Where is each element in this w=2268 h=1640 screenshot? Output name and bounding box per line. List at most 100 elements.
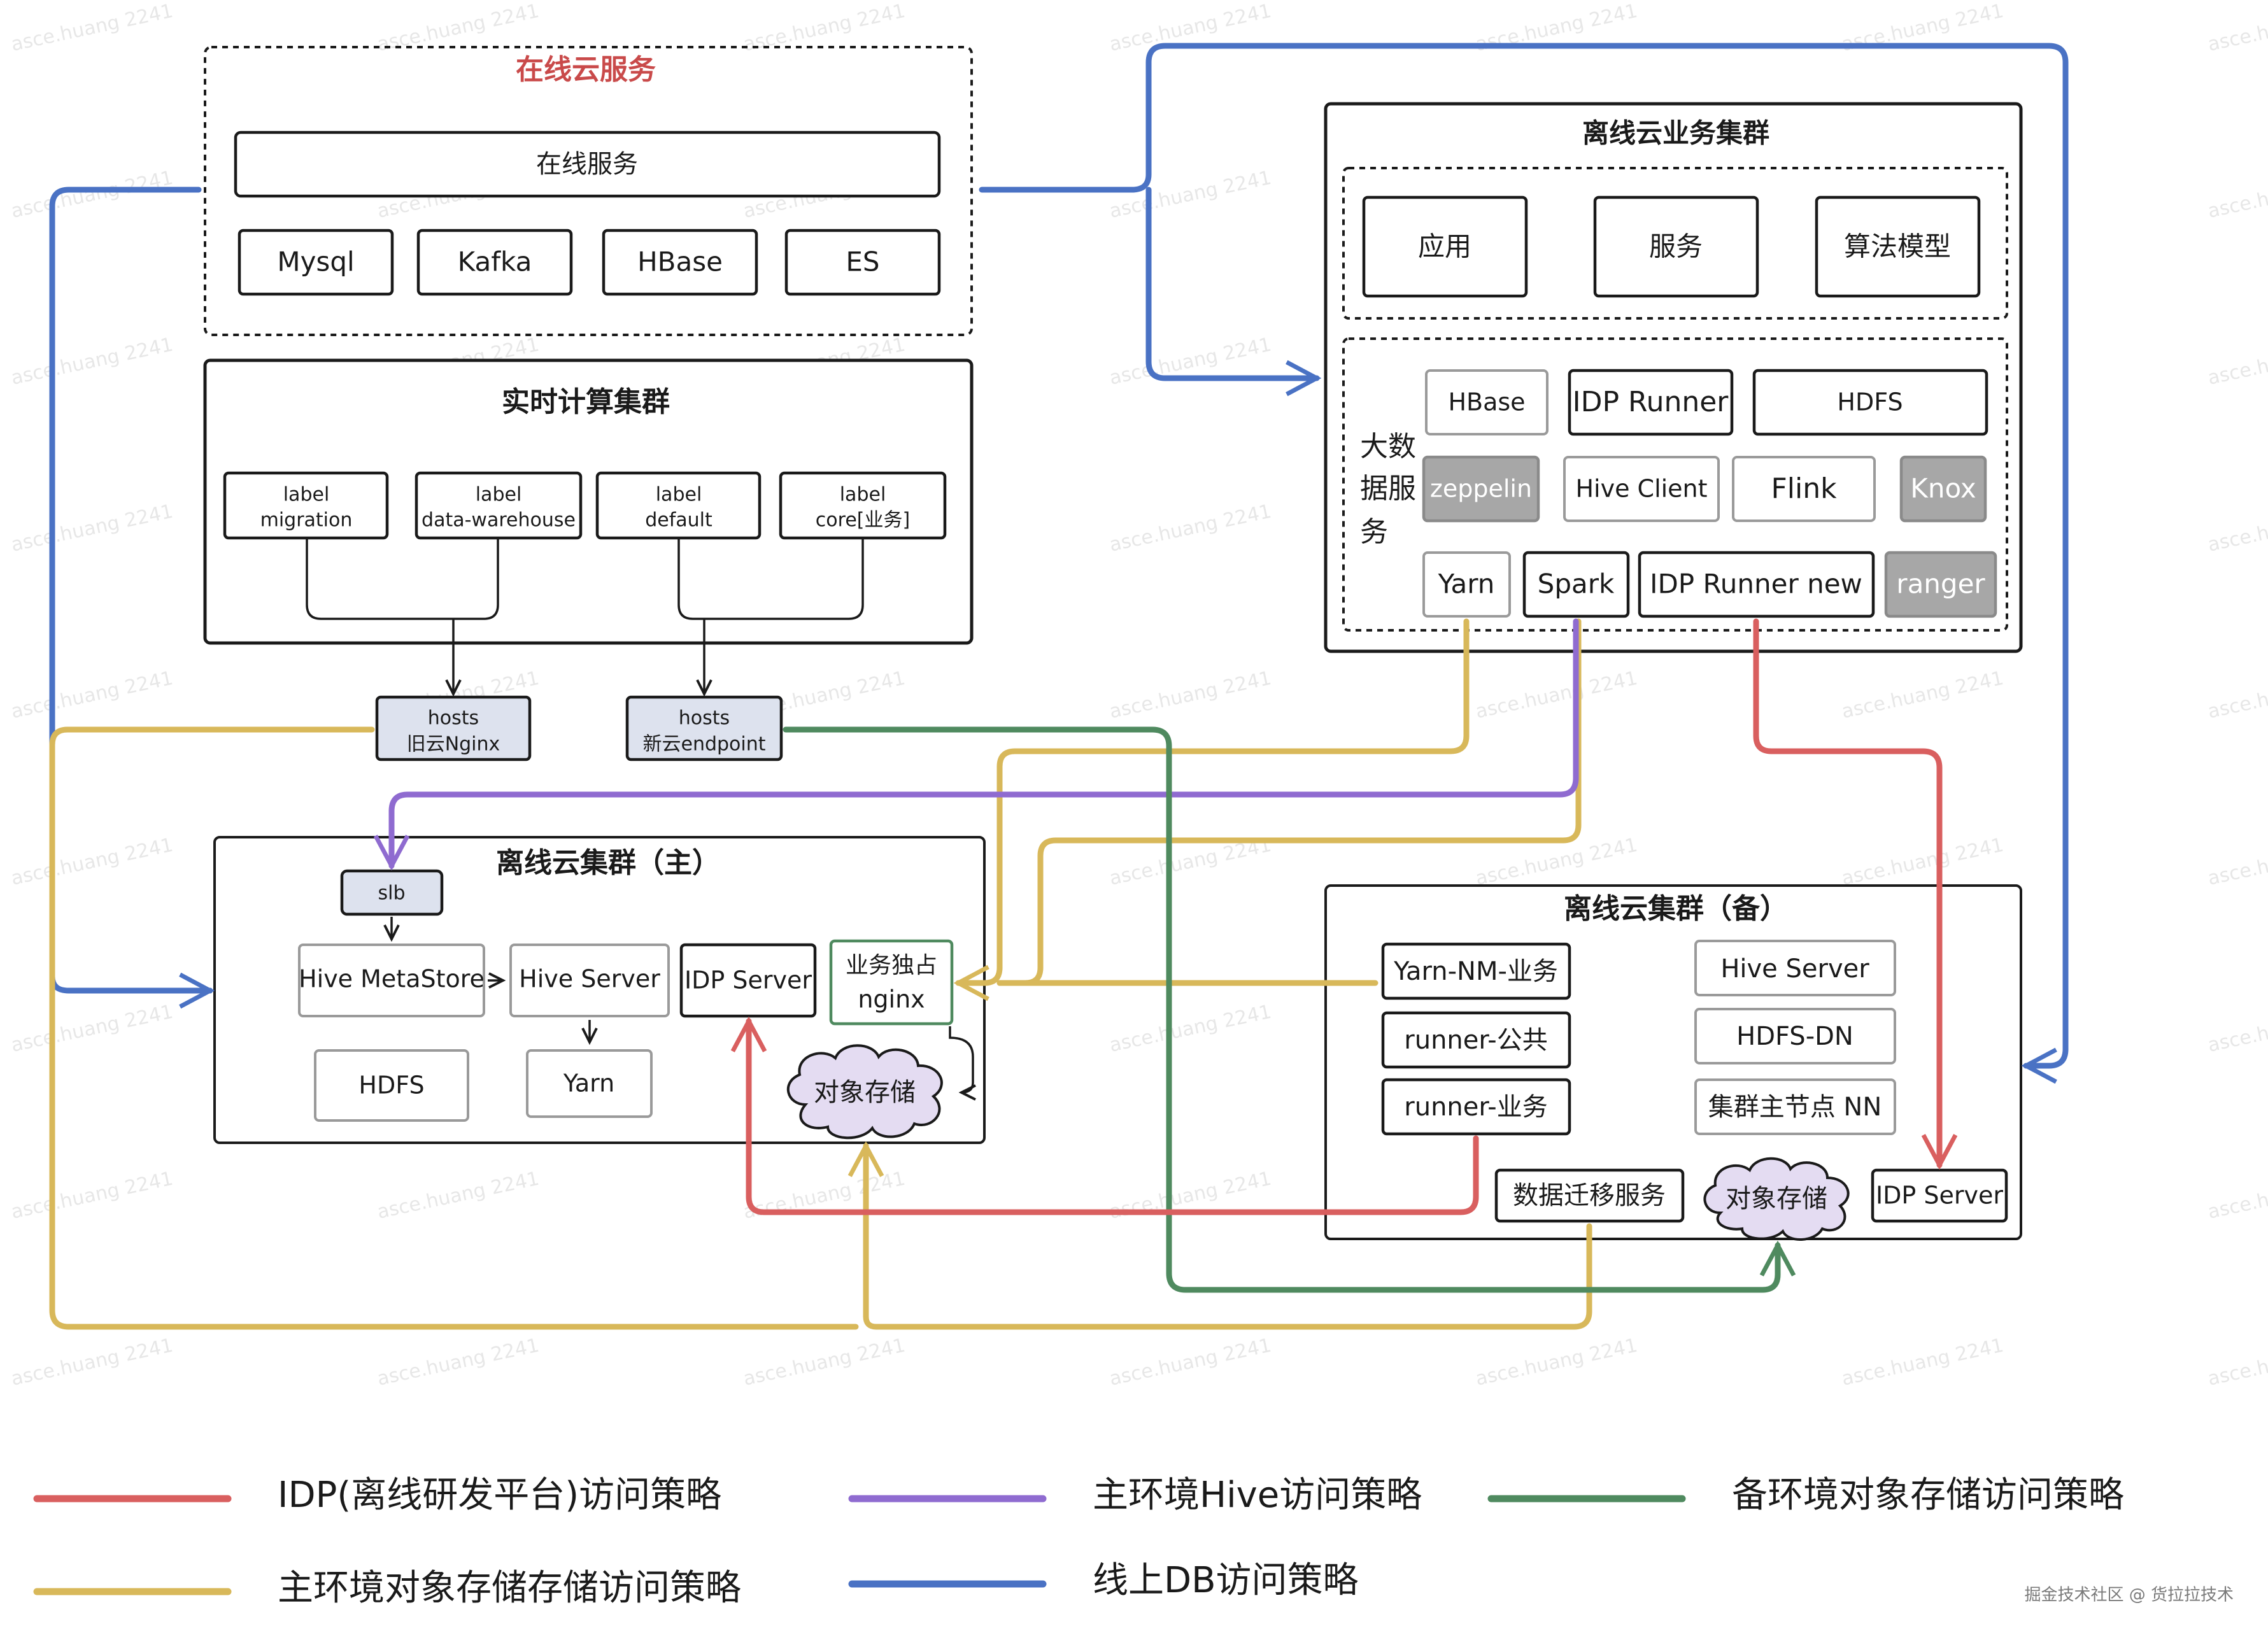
label-data-warehouse-line2: data-warehouse <box>422 509 576 532</box>
app-box[interactable] <box>1362 195 1528 298</box>
watermark-text: asce.huang 2241 <box>2206 334 2268 390</box>
bigdata-label-line1: 大数 <box>1360 430 1416 463</box>
app-label: 应用 <box>1418 231 1471 262</box>
nginx-line1: 业务独占 <box>846 952 937 979</box>
bd-hdfs-box[interactable] <box>1752 369 1988 436</box>
bd-zeppelin-box[interactable] <box>1422 455 1540 523</box>
bigdata-label-line2: 据服 <box>1360 472 1416 505</box>
flow-old-nginx-to-oss <box>49 726 859 1330</box>
bd-hive-client-label: Hive Client <box>1575 475 1707 503</box>
watermark-text: asce.huang 2241 <box>9 334 174 390</box>
hosts-old-nginx-box[interactable] <box>375 695 532 761</box>
backup-hdfs-dn-box[interactable] <box>1694 1008 1896 1064</box>
backup-oss-label: 对象存储 <box>1726 1184 1827 1213</box>
watermark-text: asce.huang 2241 <box>1107 1334 1273 1390</box>
backup-idp-server-box[interactable] <box>1871 1168 2008 1223</box>
connector-migration-dw <box>306 539 499 620</box>
watermark-text: asce.huang 2241 <box>1107 1001 1273 1057</box>
backup-namenode-box[interactable] <box>1694 1078 1896 1135</box>
watermark-text: asce.huang 2241 <box>1107 1168 1273 1224</box>
runner-business-label: runner-业务 <box>1404 1092 1547 1122</box>
watermark-text: asce.huang 2241 <box>741 1168 907 1224</box>
bd-spark-label: Spark <box>1538 569 1615 600</box>
bd-hbase-box[interactable] <box>1425 369 1549 435</box>
label-default-box[interactable] <box>595 471 762 540</box>
label-default-line1: label <box>656 484 702 506</box>
offline-business-title: 离线云业务集群 <box>1582 118 1769 149</box>
watermark-text: asce.huang 2241 <box>1107 667 1273 723</box>
hive-metastore-label: Hive MetaStore <box>299 965 485 993</box>
algorithm-model-box[interactable] <box>1815 195 1981 298</box>
es-box[interactable] <box>784 229 941 296</box>
main-yarn-box[interactable] <box>526 1049 653 1118</box>
main-hdfs-label: HDFS <box>358 1071 424 1099</box>
flow-online-db-to-main <box>49 187 215 1009</box>
online-components: Mysql Kafka HBase ES <box>237 229 941 296</box>
bd-spark-box[interactable] <box>1522 551 1630 618</box>
realtime-cluster-group: 实时计算集群 label migration label data-wareho… <box>203 358 974 697</box>
watermark-text: asce.huang 2241 <box>2206 0 2268 56</box>
label-core-box[interactable] <box>779 471 947 540</box>
watermark-text: asce.huang 2241 <box>9 500 174 556</box>
hosts-new-endpoint-box[interactable] <box>625 695 783 761</box>
legend-label-online-db: 线上DB访问策略 <box>1093 1560 1359 1601</box>
bd-yarn-box[interactable] <box>1422 551 1511 618</box>
bd-idp-runner-box[interactable] <box>1568 369 1734 436</box>
main-cluster-group: 离线云集群（主） slb Hive MetaStore Hive Server … <box>213 836 986 1144</box>
watermark-text: asce.huang 2241 <box>741 1334 907 1390</box>
watermark-text: asce.huang 2241 <box>1839 834 2005 890</box>
data-migration-service-box[interactable] <box>1494 1168 1685 1223</box>
main-hdfs-box[interactable] <box>314 1049 469 1122</box>
flow-yarn-to-nginx <box>953 618 1470 1001</box>
es-label: ES <box>846 246 879 278</box>
runner-public-box[interactable] <box>1381 1011 1571 1069</box>
service-label: 服务 <box>1649 231 1703 262</box>
nginx-box[interactable] <box>829 939 954 1026</box>
kafka-box[interactable] <box>416 229 573 296</box>
footer-credit: 掘金技术社区 @ 货拉拉技术 <box>2024 1586 2234 1605</box>
hosts-new-endpoint-line2: 新云endpoint <box>642 733 765 756</box>
flow-online-db-to-backup <box>1129 43 2069 1084</box>
legend-label-hive: 主环境Hive访问策略 <box>1093 1474 1422 1516</box>
backup-hive-server-box[interactable] <box>1694 940 1896 996</box>
flow-idp-runner-new-to-backup-idp <box>1753 618 1958 1170</box>
label-core-line1: label <box>840 484 886 506</box>
bd-idp-runner-new-box[interactable] <box>1638 551 1875 618</box>
hive-server-box[interactable] <box>509 944 670 1017</box>
backup-hive-server-label: Hive Server <box>1720 954 1869 984</box>
watermark-text: asce.huang 2241 <box>2206 1168 2268 1224</box>
bd-knox-box[interactable] <box>1899 455 1987 523</box>
label-migration-line2: migration <box>260 509 353 532</box>
watermark-text: asce.huang 2241 <box>375 1168 541 1224</box>
main-idp-server-box[interactable] <box>679 943 817 1018</box>
backup-oss-cloud[interactable] <box>1703 1157 1850 1241</box>
hbase-label: HBase <box>637 246 723 278</box>
kafka-label: Kafka <box>458 246 532 278</box>
bd-hive-client-box[interactable] <box>1563 456 1720 522</box>
hive-metastore-box[interactable] <box>298 944 485 1017</box>
online-cloud-group: 在线云服务 在线服务 Mysql Kafka HBase ES <box>204 46 973 336</box>
yarn-nm-business-box[interactable] <box>1381 942 1571 1000</box>
watermark-text: asce.huang 2241 <box>2206 1334 2268 1390</box>
label-data-warehouse-box[interactable] <box>415 471 583 540</box>
service-box[interactable] <box>1593 195 1759 298</box>
label-migration-box[interactable] <box>223 471 389 540</box>
bd-flink-box[interactable] <box>1732 456 1876 522</box>
mysql-label: Mysql <box>277 246 354 278</box>
mysql-box[interactable] <box>237 229 394 296</box>
main-oss-cloud[interactable] <box>786 1044 943 1140</box>
hbase-box[interactable] <box>602 229 758 296</box>
watermark-text: asce.huang 2241 <box>9 1334 174 1390</box>
backup-namenode-label: 集群主节点 NN <box>1708 1092 1882 1122</box>
realtime-cluster-title: 实时计算集群 <box>502 386 670 418</box>
flow-migration-to-oss <box>847 1141 1592 1330</box>
bd-ranger-box[interactable] <box>1884 551 1997 618</box>
runner-business-box[interactable] <box>1381 1078 1571 1136</box>
bigdata-label-line3: 务 <box>1360 516 1388 548</box>
online-service-box[interactable] <box>234 131 941 198</box>
watermark-text: asce.huang 2241 <box>9 834 174 890</box>
watermark-text: asce.huang 2241 <box>2206 834 2268 890</box>
watermark-text: asce.huang 2241 <box>2206 167 2268 223</box>
slb-box[interactable] <box>340 869 444 916</box>
watermark-text: asce.huang 2241 <box>2206 1001 2268 1057</box>
